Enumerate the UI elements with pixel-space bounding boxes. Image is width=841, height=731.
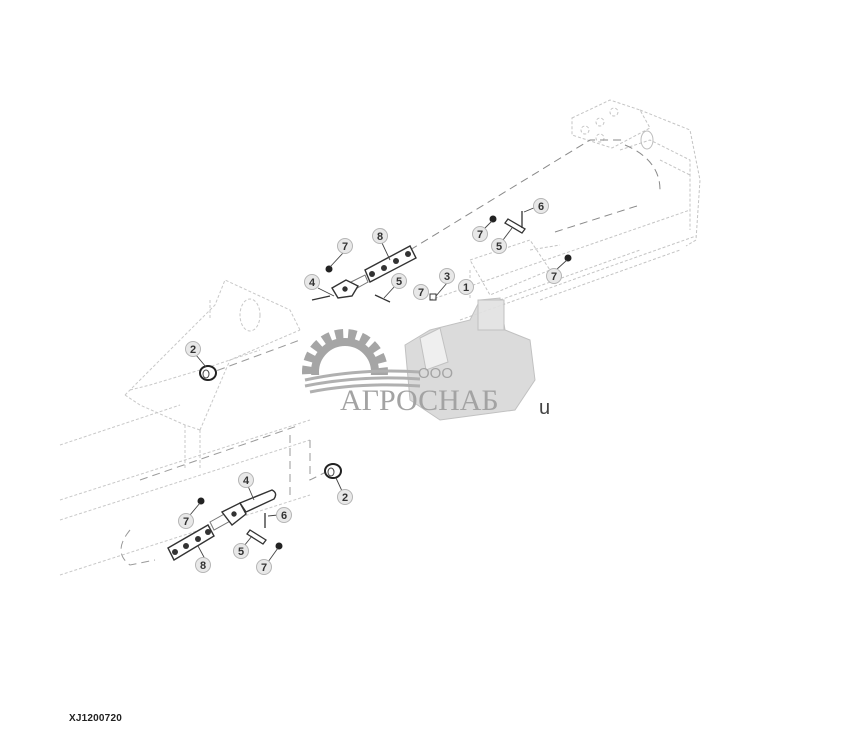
left-frame-long-dash [120, 339, 331, 566]
callout-number: 7 [418, 287, 424, 299]
callout-circle [195, 557, 211, 573]
callout-number: 6 [281, 510, 287, 522]
callout-8: 8 [372, 228, 388, 244]
callout-number: 8 [200, 560, 206, 572]
lower-chain-8 [167, 511, 233, 561]
callout-8: 8 [195, 557, 211, 573]
callout-number: 5 [496, 241, 502, 253]
callout-number: 4 [243, 475, 250, 487]
combine-icon [404, 297, 536, 421]
bushing-2-upper [199, 365, 217, 381]
callout-7: 7 [472, 226, 488, 242]
gear-icon [300, 329, 421, 415]
callout-number: 7 [183, 516, 189, 528]
callout-circle [413, 284, 429, 300]
callout-number: 1 [463, 282, 469, 294]
upper-link-4 [311, 279, 359, 301]
callout-circle [337, 238, 353, 254]
lower-pin-5 [246, 529, 267, 545]
callout-circle [491, 238, 507, 254]
leader-lines [189, 206, 568, 563]
callout-number: 5 [238, 546, 244, 558]
callout-circle [472, 226, 488, 242]
callout-2: 2 [337, 489, 353, 505]
upper-chain-8 [344, 245, 417, 293]
callout-circle [458, 279, 474, 295]
callout-circle [391, 273, 407, 289]
upper-frame-solid [640, 130, 654, 150]
callout-6: 6 [276, 507, 292, 523]
callout-number: 7 [551, 271, 557, 283]
upper-nuts-7 [325, 215, 572, 301]
callout-7: 7 [413, 284, 429, 300]
callout-5: 5 [233, 543, 249, 559]
callout-7: 7 [546, 268, 562, 284]
upper-pin-5 [374, 218, 526, 303]
left-frame [59, 279, 311, 576]
callout-1: 1 [458, 279, 474, 295]
callout-7: 7 [256, 559, 272, 575]
lower-nuts-7 [197, 497, 283, 550]
watermark-prefix: ООО [418, 365, 453, 382]
callout-circle [439, 268, 455, 284]
callout-6: 6 [533, 198, 549, 214]
callout-group: 1 2 2 3 4 4 5 5 5 6 6 7 7 7 7 7 7 8 8 [178, 198, 562, 575]
callout-circle [185, 341, 201, 357]
callout-2: 2 [185, 341, 201, 357]
callout-4: 4 [304, 274, 320, 290]
callout-number: 4 [309, 277, 316, 289]
callout-number: 2 [342, 492, 348, 504]
callout-circle [304, 274, 320, 290]
callout-circle [178, 513, 194, 529]
callout-number: 7 [261, 562, 267, 574]
callout-circle [233, 543, 249, 559]
callout-5: 5 [391, 273, 407, 289]
callout-circle [256, 559, 272, 575]
callout-circle [533, 198, 549, 214]
callout-circle [546, 268, 562, 284]
callout-number: 7 [477, 229, 483, 241]
callout-number: 6 [538, 201, 544, 213]
watermark-suffix: u [539, 397, 551, 419]
upper-chain-path [409, 139, 661, 251]
callout-5: 5 [491, 238, 507, 254]
watermark-logo: ООО АГРОСНАБ [300, 297, 536, 421]
callout-4: 4 [238, 472, 254, 488]
callout-circle [372, 228, 388, 244]
callout-circle [337, 489, 353, 505]
bushing-2-lower [324, 463, 342, 479]
watermark-name: АГРОСНАБ [340, 384, 499, 417]
callout-3: 3 [439, 268, 455, 284]
figure-id: XJ1200720 [69, 713, 122, 724]
lower-link-4 [220, 489, 277, 526]
callout-7: 7 [178, 513, 194, 529]
callout-circle [276, 507, 292, 523]
callout-number: 3 [444, 271, 450, 283]
callout-number: 8 [377, 231, 383, 243]
callout-circle [238, 472, 254, 488]
callout-number: 5 [396, 276, 402, 288]
callout-7: 7 [337, 238, 353, 254]
callout-number: 2 [190, 344, 196, 356]
callout-number: 7 [342, 241, 348, 253]
